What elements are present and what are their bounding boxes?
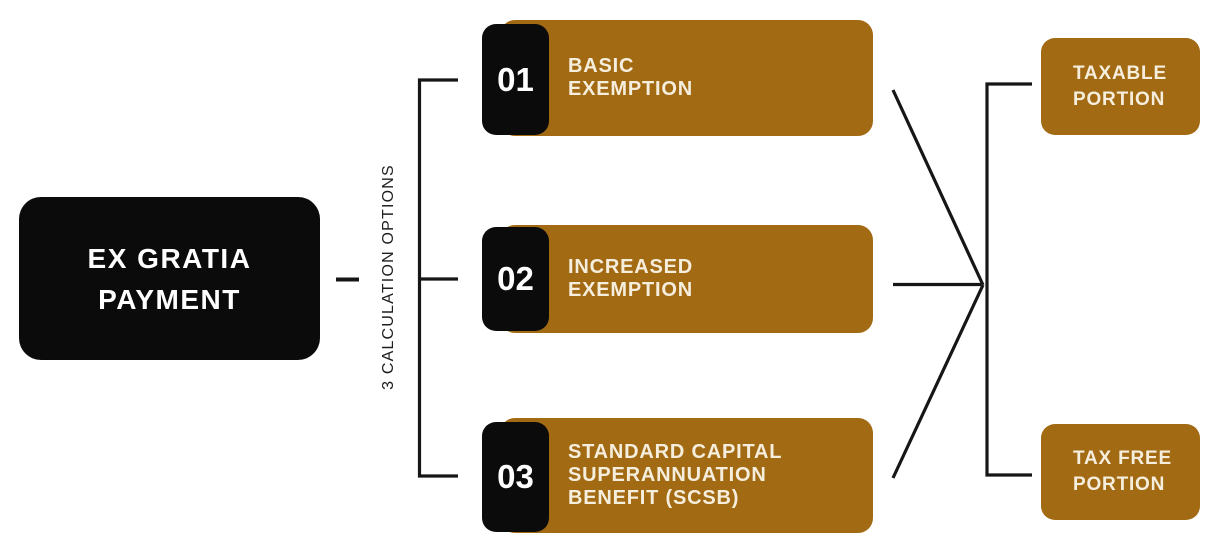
- root-node-ex-gratia-payment: EX GRATIA PAYMENT: [19, 197, 320, 360]
- output-label-line: TAXABLE: [1073, 62, 1167, 84]
- output-node-taxable-portion: TAXABLE PORTION: [1041, 38, 1200, 135]
- root-node-label-line1: EX GRATIA: [87, 242, 252, 274]
- option-number: 02: [497, 260, 534, 297]
- option-label-line: STANDARD CAPITAL: [568, 441, 783, 463]
- options-bracket: [417, 78, 458, 478]
- outputs-bracket: [985, 82, 1032, 477]
- option-label-line: EXEMPTION: [568, 78, 693, 100]
- option-number-badge-01: 01: [482, 24, 549, 135]
- option-label-line: SUPERANNUATION: [568, 464, 767, 486]
- option-node-scsb: STANDARD CAPITAL SUPERANNUATION BENEFIT …: [500, 418, 873, 533]
- output-label-line: PORTION: [1073, 88, 1166, 110]
- connector-option3-merge: [891, 284, 985, 479]
- option-label-line: EXEMPTION: [568, 279, 693, 301]
- option-label-line: INCREASED: [568, 256, 693, 278]
- option-label-line: BASIC: [568, 55, 635, 77]
- connector-option1-merge: [891, 89, 985, 286]
- option-number: 03: [497, 458, 534, 495]
- option-number: 01: [497, 60, 534, 98]
- output-label-line: TAX FREE: [1073, 448, 1172, 469]
- option-label-line: BENEFIT (SCSB): [568, 487, 740, 509]
- output-node-tax-free-portion: TAX FREE PORTION: [1041, 424, 1200, 520]
- merge-arrow: [891, 89, 985, 479]
- output-label-line: PORTION: [1073, 474, 1166, 495]
- root-node-label-line2: PAYMENT: [98, 283, 241, 315]
- option-node-increased-exemption: INCREASED EXEMPTION: [500, 225, 873, 333]
- option-number-badge-03: 03: [482, 422, 549, 532]
- branch-count-label: 3 CALCULATION OPTIONS: [380, 164, 397, 390]
- option-number-badge-02: 02: [482, 227, 549, 331]
- option-node-basic-exemption: BASIC EXEMPTION: [500, 20, 873, 136]
